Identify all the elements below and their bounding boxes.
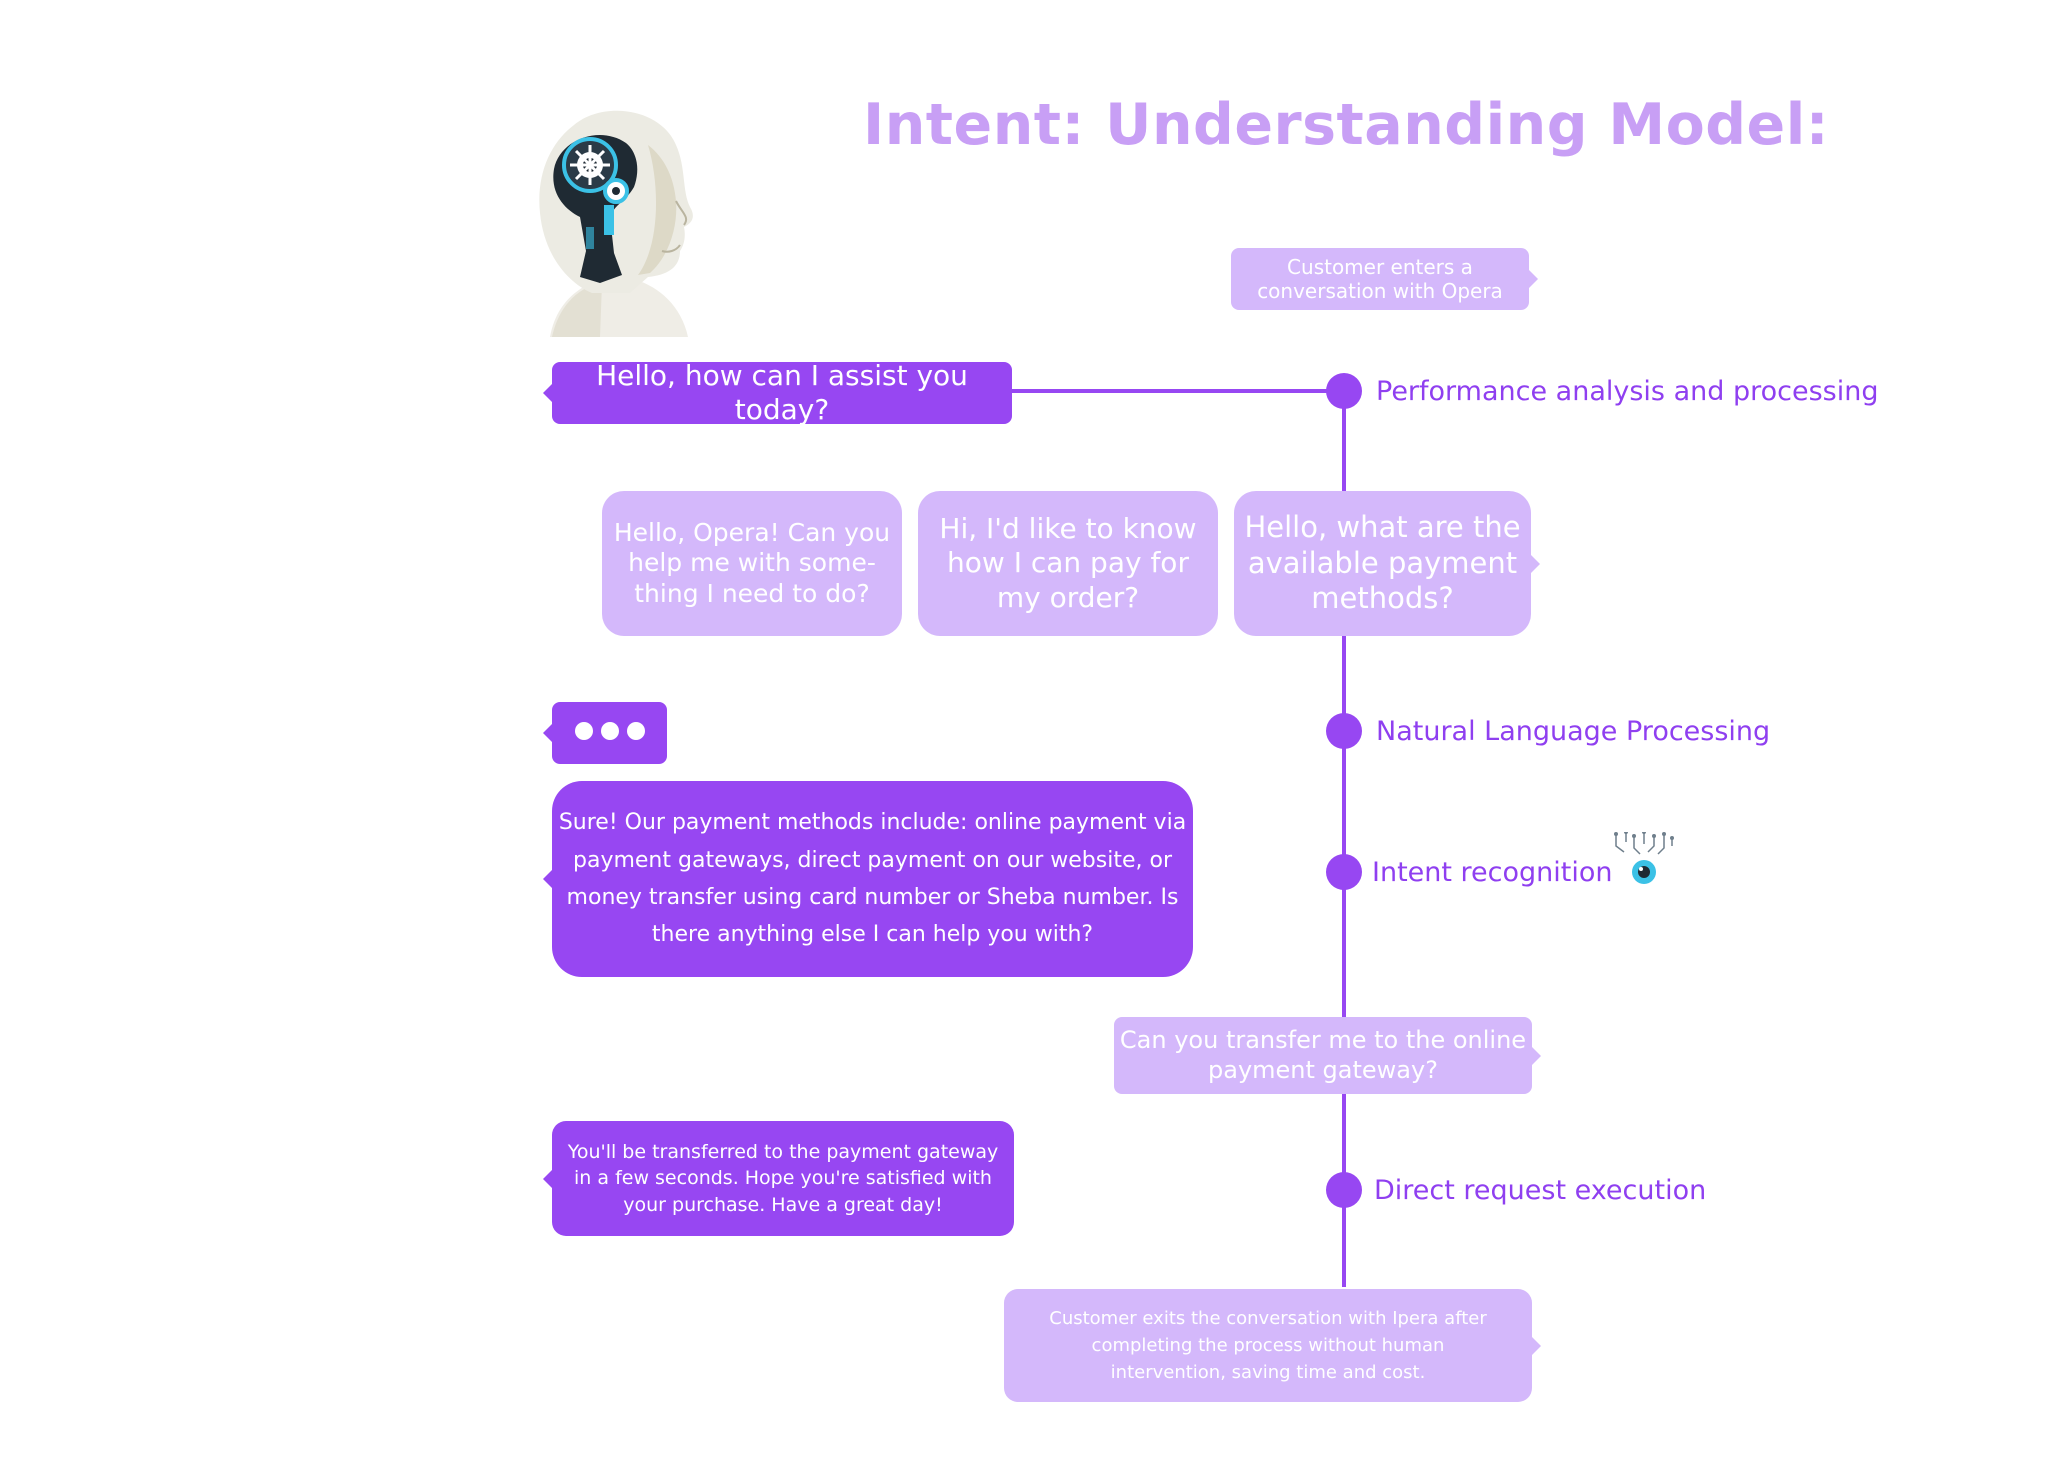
stage-performance: Performance analysis and processing xyxy=(1376,376,1879,407)
user-transfer-line: payment gateway? xyxy=(1208,1055,1438,1084)
user-option-line: how I can pay for xyxy=(947,546,1189,580)
user-transfer-bubble: Can you transfer me to the online paymen… xyxy=(1114,1017,1541,1094)
bot-greeting-text: Hello, how can I assist you today? xyxy=(596,358,968,426)
user-option-line: thing I need to do? xyxy=(634,578,870,608)
bot-greeting-bubble: Hello, how can I assist you today? xyxy=(543,358,1012,426)
user-option-line: available payment xyxy=(1247,545,1518,580)
robot-head-icon xyxy=(539,110,693,337)
user-option-line: Hello, Opera! Can you xyxy=(613,517,891,547)
customer-exits-line: Customer exits the conversation with Ipe… xyxy=(1049,1308,1487,1329)
bot-transfer-line: your purchase. Have a great day! xyxy=(623,1193,943,1216)
stage-direct: Direct request execution xyxy=(1374,1175,1707,1206)
stage-nlp: Natural Language Processing xyxy=(1376,716,1771,747)
customer-exits-line: completing the process without human xyxy=(1091,1335,1445,1356)
user-option-bubble: Hello, Opera! Can you help me with some-… xyxy=(602,491,902,636)
user-option-selected-bubble: Hello, what are the available payment me… xyxy=(1234,491,1540,636)
typing-indicator xyxy=(543,702,667,764)
bot-answer-line: there anything else I can help you with? xyxy=(651,922,1094,948)
timeline-node-intent xyxy=(1326,854,1362,890)
page-title: Intent: Understanding Model: xyxy=(863,92,1830,158)
eye-circuit-icon xyxy=(1614,832,1674,884)
user-option-line: Hello, what are the xyxy=(1244,510,1521,545)
customer-enters-line: Customer enters a xyxy=(1287,254,1473,279)
stage-intent: Intent recognition xyxy=(1372,857,1613,888)
user-option-line: Hi, I'd like to know xyxy=(939,512,1197,546)
bot-answer-bubble: Sure! Our payment methods include: onlin… xyxy=(543,781,1193,977)
customer-exits-line: intervention, saving time and cost. xyxy=(1110,1362,1426,1383)
timeline-node-nlp xyxy=(1326,713,1362,749)
bot-answer-line: payment gateways, direct payment on our … xyxy=(573,847,1172,873)
user-transfer-line: Can you transfer me to the online xyxy=(1119,1026,1527,1055)
customer-enters-bubble: Customer enters a conversation with Oper… xyxy=(1231,248,1538,310)
user-option-line: my order? xyxy=(996,580,1140,614)
timeline-line xyxy=(1342,392,1346,1287)
bot-transfer-line: in a few seconds. Hope you're satisfied … xyxy=(574,1167,992,1190)
user-option-line: methods? xyxy=(1311,581,1454,616)
bot-answer-line: money transfer using card number or Sheb… xyxy=(566,885,1179,910)
bot-transfer-line: You'll be transferred to the payment gat… xyxy=(567,1140,999,1163)
user-option-line: help me with some- xyxy=(628,548,876,578)
user-option-bubble: Hi, I'd like to know how I can pay for m… xyxy=(918,491,1218,636)
greeting-connector xyxy=(1008,389,1344,393)
customer-exits-bubble: Customer exits the conversation with Ipe… xyxy=(1004,1289,1541,1402)
timeline-node-performance xyxy=(1326,373,1362,409)
customer-enters-line: conversation with Opera xyxy=(1257,279,1503,303)
bot-transfer-bubble: You'll be transferred to the payment gat… xyxy=(543,1121,1014,1236)
bot-answer-line: Sure! Our payment methods include: onlin… xyxy=(558,810,1187,836)
ellipsis-icon xyxy=(571,721,649,745)
timeline-node-direct xyxy=(1326,1172,1362,1208)
